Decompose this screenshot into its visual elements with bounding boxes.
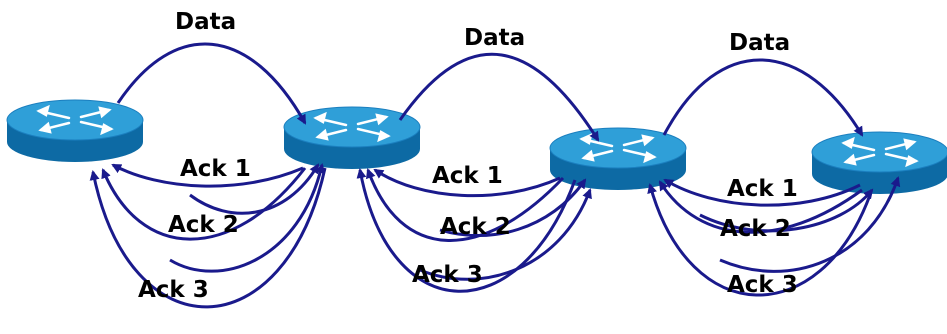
router-icon xyxy=(5,98,145,164)
ack-1-label: Ack 1 xyxy=(180,156,251,182)
ack-3-arrow xyxy=(356,168,577,293)
data-label: Data xyxy=(464,25,525,51)
ack-1-label: Ack 1 xyxy=(727,176,798,202)
ack-2-label: Ack 2 xyxy=(168,212,239,238)
router-icon xyxy=(810,130,947,196)
ack-2-arrow xyxy=(365,168,565,242)
data-arrow-1 xyxy=(116,42,307,125)
ack-3-return-arrow xyxy=(169,163,326,273)
ack-3-label: Ack 3 xyxy=(138,277,209,303)
ack-3-arrow xyxy=(89,167,327,309)
data-arrow-3 xyxy=(662,58,864,137)
ack-2-label: Ack 2 xyxy=(720,216,791,242)
ack-1-label: Ack 1 xyxy=(432,163,503,189)
ack-1-arrow xyxy=(663,178,861,207)
ack-2-arrow xyxy=(101,167,307,241)
ack-1-arrow xyxy=(111,163,304,188)
ack-2-label: Ack 2 xyxy=(440,214,511,240)
data-label: Data xyxy=(175,9,236,35)
ack-3-return-arrow xyxy=(719,176,901,273)
data-arrow-2 xyxy=(398,52,600,142)
ack-3-label: Ack 3 xyxy=(412,262,483,288)
ack-1-arrow xyxy=(373,168,561,198)
ack-3-arrow xyxy=(647,183,872,297)
ack-2-return-arrow xyxy=(189,163,320,215)
router-icon xyxy=(282,105,422,171)
ack-2-return-arrow xyxy=(439,178,587,237)
ack-2-return-arrow xyxy=(699,188,874,233)
ack-2-arrow xyxy=(658,180,863,234)
data-label: Data xyxy=(729,30,790,56)
ack-3-label: Ack 3 xyxy=(727,272,798,298)
ack-3-return-arrow xyxy=(419,188,592,281)
